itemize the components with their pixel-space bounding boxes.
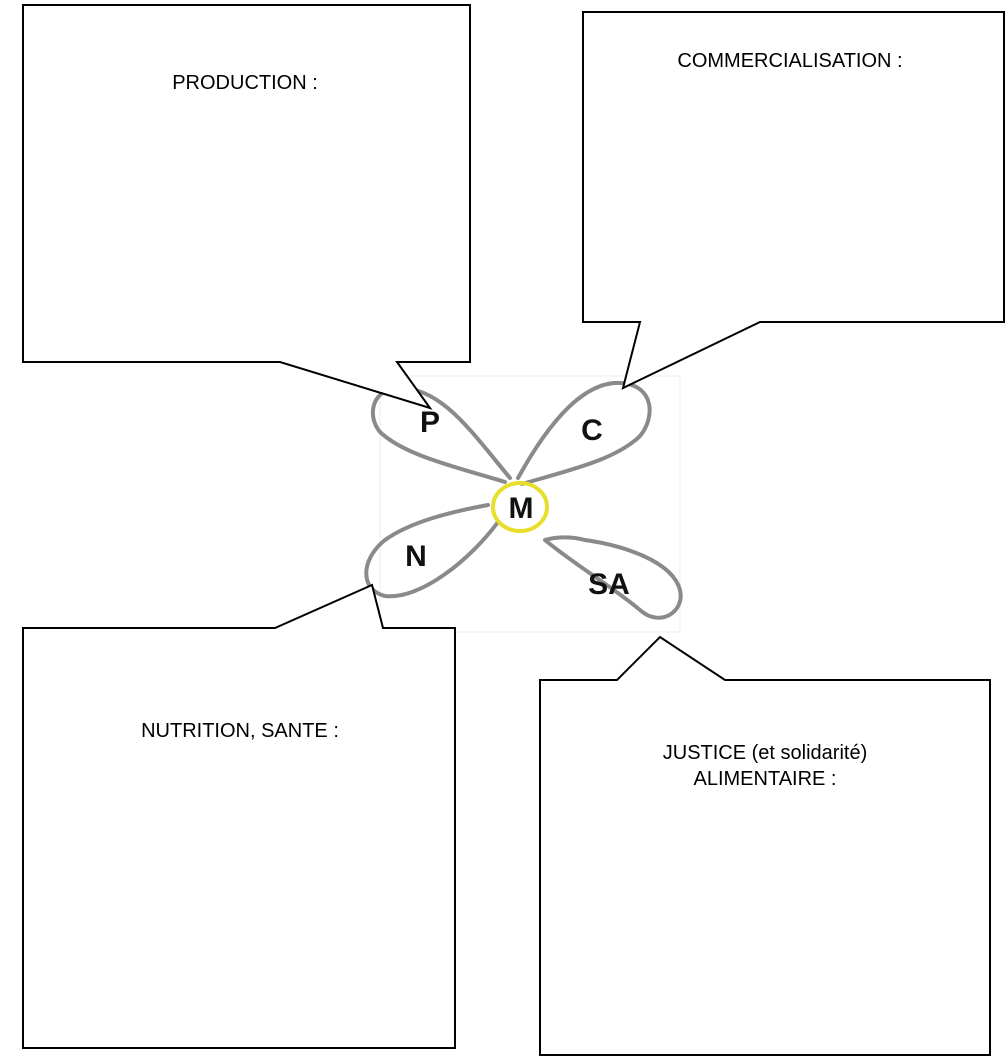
petal-sa-label: SA	[588, 568, 630, 601]
petal-p-outline	[371, 385, 512, 484]
callout-production-text: PRODUCTION :	[172, 72, 318, 94]
petal-p-label: P	[420, 406, 440, 439]
petal-sa-outline	[543, 535, 683, 620]
callout-nutrition-bubble	[22, 583, 456, 1049]
callout-justice-bubble	[539, 635, 991, 1056]
flower-center-label: M	[509, 492, 534, 525]
petal-n-outline	[364, 503, 500, 599]
petal-c-label: C	[581, 414, 603, 447]
petal-c-outline	[516, 380, 652, 486]
callout-commercialisation-bubble	[582, 11, 1005, 390]
callout-justice-text: JUSTICE (et solidarité) ALIMENTAIRE :	[610, 740, 920, 792]
callout-commercialisation-text: COMMERCIALISATION :	[677, 50, 903, 72]
callout-justice-line1: JUSTICE (et solidarité)	[662, 742, 868, 764]
callout-justice-line2: ALIMENTAIRE :	[693, 768, 837, 790]
flower	[364, 380, 683, 620]
flower-center-ring	[491, 481, 549, 533]
flower-image-frame	[379, 375, 681, 633]
callout-production-bubble	[22, 4, 471, 410]
callout-nutrition-text: NUTRITION, SANTE :	[141, 720, 339, 742]
petal-n-label: N	[405, 540, 427, 573]
